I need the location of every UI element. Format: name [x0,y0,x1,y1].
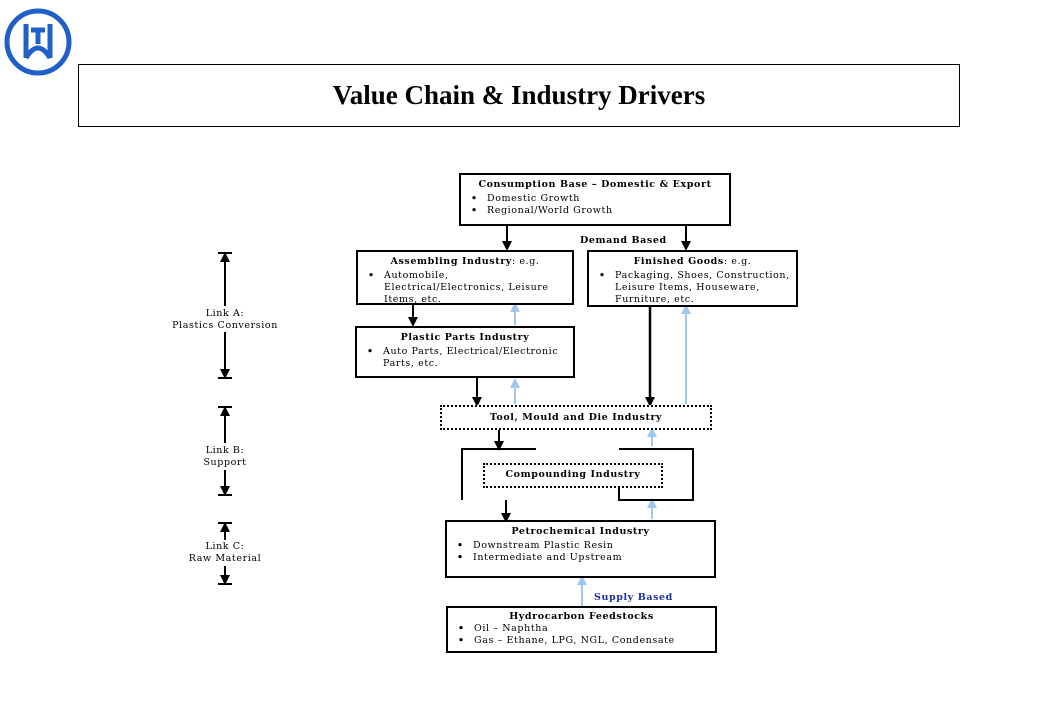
list-item: Gas – Ethane, LPG, NGL, Condensate [458,635,715,647]
compounding-industry-box: Compounding Industry [483,463,663,488]
tool-mould-die-header: Tool, Mould and Die Industry [489,412,663,423]
link-b-label: Link B:Support [203,445,247,468]
tool-mould-die-box: Tool, Mould and Die Industry [440,405,712,430]
link-c-label: Link C:Raw Material [188,541,262,564]
list-item: Packaging, Shoes, Construction, Leisure … [599,270,796,306]
list-item: Domestic Growth [471,193,729,205]
compounding-frame-right [618,448,694,501]
company-logo [4,8,72,76]
finished-goods-header: Finished Goods: e.g. [633,256,752,267]
petrochemical-industry-box: Petrochemical Industry Downstream Plasti… [445,520,716,578]
finished-goods-list: Packaging, Shoes, Construction, Leisure … [589,270,796,306]
assembling-industry-header: Assembling Industry: e.g. [390,256,540,267]
assembling-industry-list: Automobile, Electrical/Electronics, Leis… [358,270,572,306]
supply-based-label: Supply Based [594,592,673,603]
list-item: Auto Parts, Electrical/Electronic Parts,… [367,346,573,370]
compounding-frame-left [461,448,536,500]
hydrocarbon-feedstocks-header: Hydrocarbon Feedstocks [509,611,654,622]
list-item: Automobile, Electrical/Electronics, Leis… [368,270,572,306]
list-item: Regional/World Growth [471,205,729,217]
petrochemical-industry-header: Petrochemical Industry [511,526,650,537]
consumption-base-list: Domestic Growth Regional/World Growth [461,193,729,217]
demand-based-label: Demand Based [580,235,667,246]
list-item: Oil – Naphtha [458,623,715,635]
plastic-parts-industry-box: Plastic Parts Industry Auto Parts, Elect… [355,326,575,378]
assembling-industry-box: Assembling Industry: e.g. Automobile, El… [356,250,574,305]
plastic-parts-industry-list: Auto Parts, Electrical/Electronic Parts,… [357,346,573,370]
list-item: Downstream Plastic Resin [457,540,714,552]
list-item: Intermediate and Upstream [457,552,714,564]
compounding-industry-header: Compounding Industry [505,469,641,480]
page-title: Value Chain & Industry Drivers [332,80,706,110]
hydrocarbon-feedstocks-list: Oil – Naphtha Gas – Ethane, LPG, NGL, Co… [448,623,715,647]
hydrocarbon-feedstocks-box: Hydrocarbon Feedstocks Oil – Naphtha Gas… [446,606,717,653]
consumption-base-box: Consumption Base – Domestic & Export Dom… [459,173,731,226]
link-a-label: Link A:Plastics Conversion [172,308,278,331]
petrochemical-industry-list: Downstream Plastic Resin Intermediate an… [447,540,714,564]
plastic-parts-industry-header: Plastic Parts Industry [400,332,530,343]
finished-goods-box: Finished Goods: e.g. Packaging, Shoes, C… [587,250,798,307]
title-banner: Value Chain & Industry Drivers [78,64,960,127]
consumption-base-header: Consumption Base – Domestic & Export [478,179,712,190]
